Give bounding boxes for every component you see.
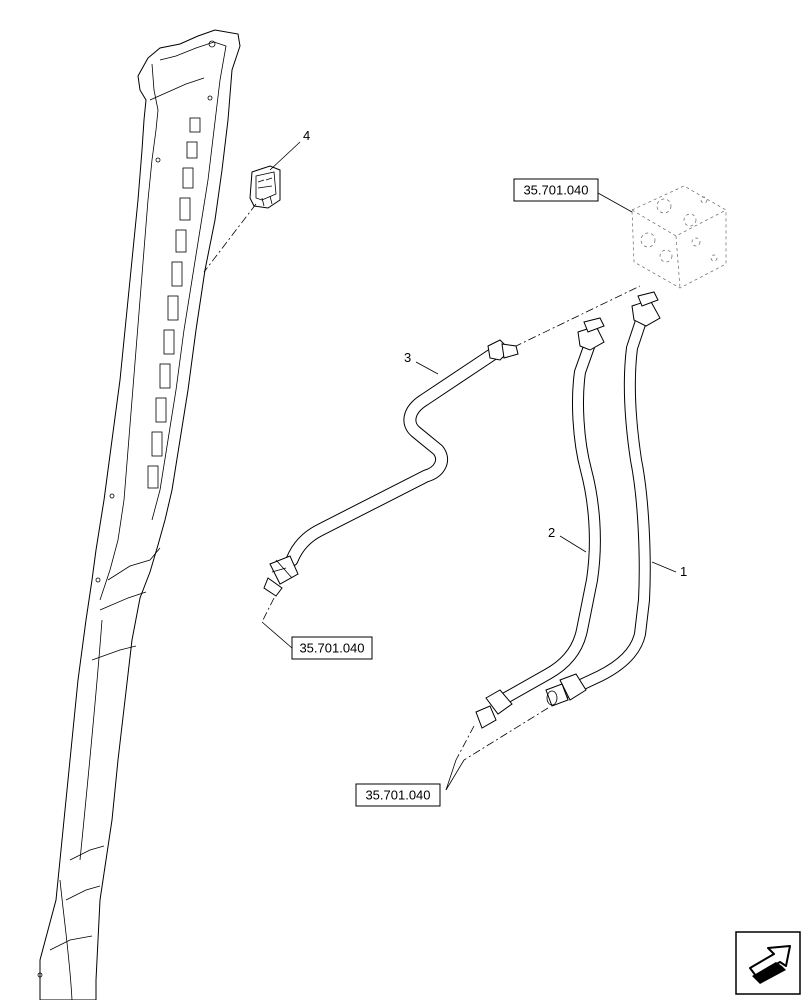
svg-text:35.701.040: 35.701.040 — [523, 183, 588, 198]
svg-text:35.701.040: 35.701.040 — [299, 641, 364, 656]
valve-block-reference[interactable]: 35.701.040 — [513, 178, 599, 202]
valve-port-line — [513, 285, 641, 348]
tube3-end-line — [261, 597, 275, 623]
svg-text:35.701.040: 35.701.040 — [365, 788, 430, 803]
tube2-end-line — [455, 725, 475, 761]
clip-mount-line — [203, 203, 257, 273]
valve-ref-leader — [597, 192, 633, 213]
tube-3 — [263, 339, 519, 597]
tubes-end-reference[interactable]: 35.701.040 — [355, 783, 441, 807]
clip-part — [249, 165, 281, 209]
rail-slots — [147, 117, 201, 489]
item1-leader — [651, 561, 677, 573]
callout-item-4: 4 — [303, 128, 310, 143]
tube3-ref-leader — [261, 621, 293, 649]
valve-block — [631, 185, 727, 289]
frame-rail — [37, 29, 241, 1000]
item3-leader — [415, 361, 439, 375]
tubes-ref-leader-a — [445, 759, 457, 791]
item2-leader — [559, 535, 587, 553]
next-page-arrow-icon[interactable] — [735, 931, 801, 995]
tube-1 — [545, 291, 661, 707]
tube1-end-line — [463, 707, 549, 761]
tube3-end-reference[interactable]: 35.701.040 — [291, 636, 373, 660]
callout-item-3: 3 — [404, 350, 411, 365]
callout-item-2: 2 — [548, 525, 555, 540]
item4-leader — [269, 141, 301, 171]
tubes-ref-leader-b — [445, 759, 465, 791]
callout-item-1: 1 — [680, 564, 687, 579]
tube-2 — [475, 317, 605, 729]
